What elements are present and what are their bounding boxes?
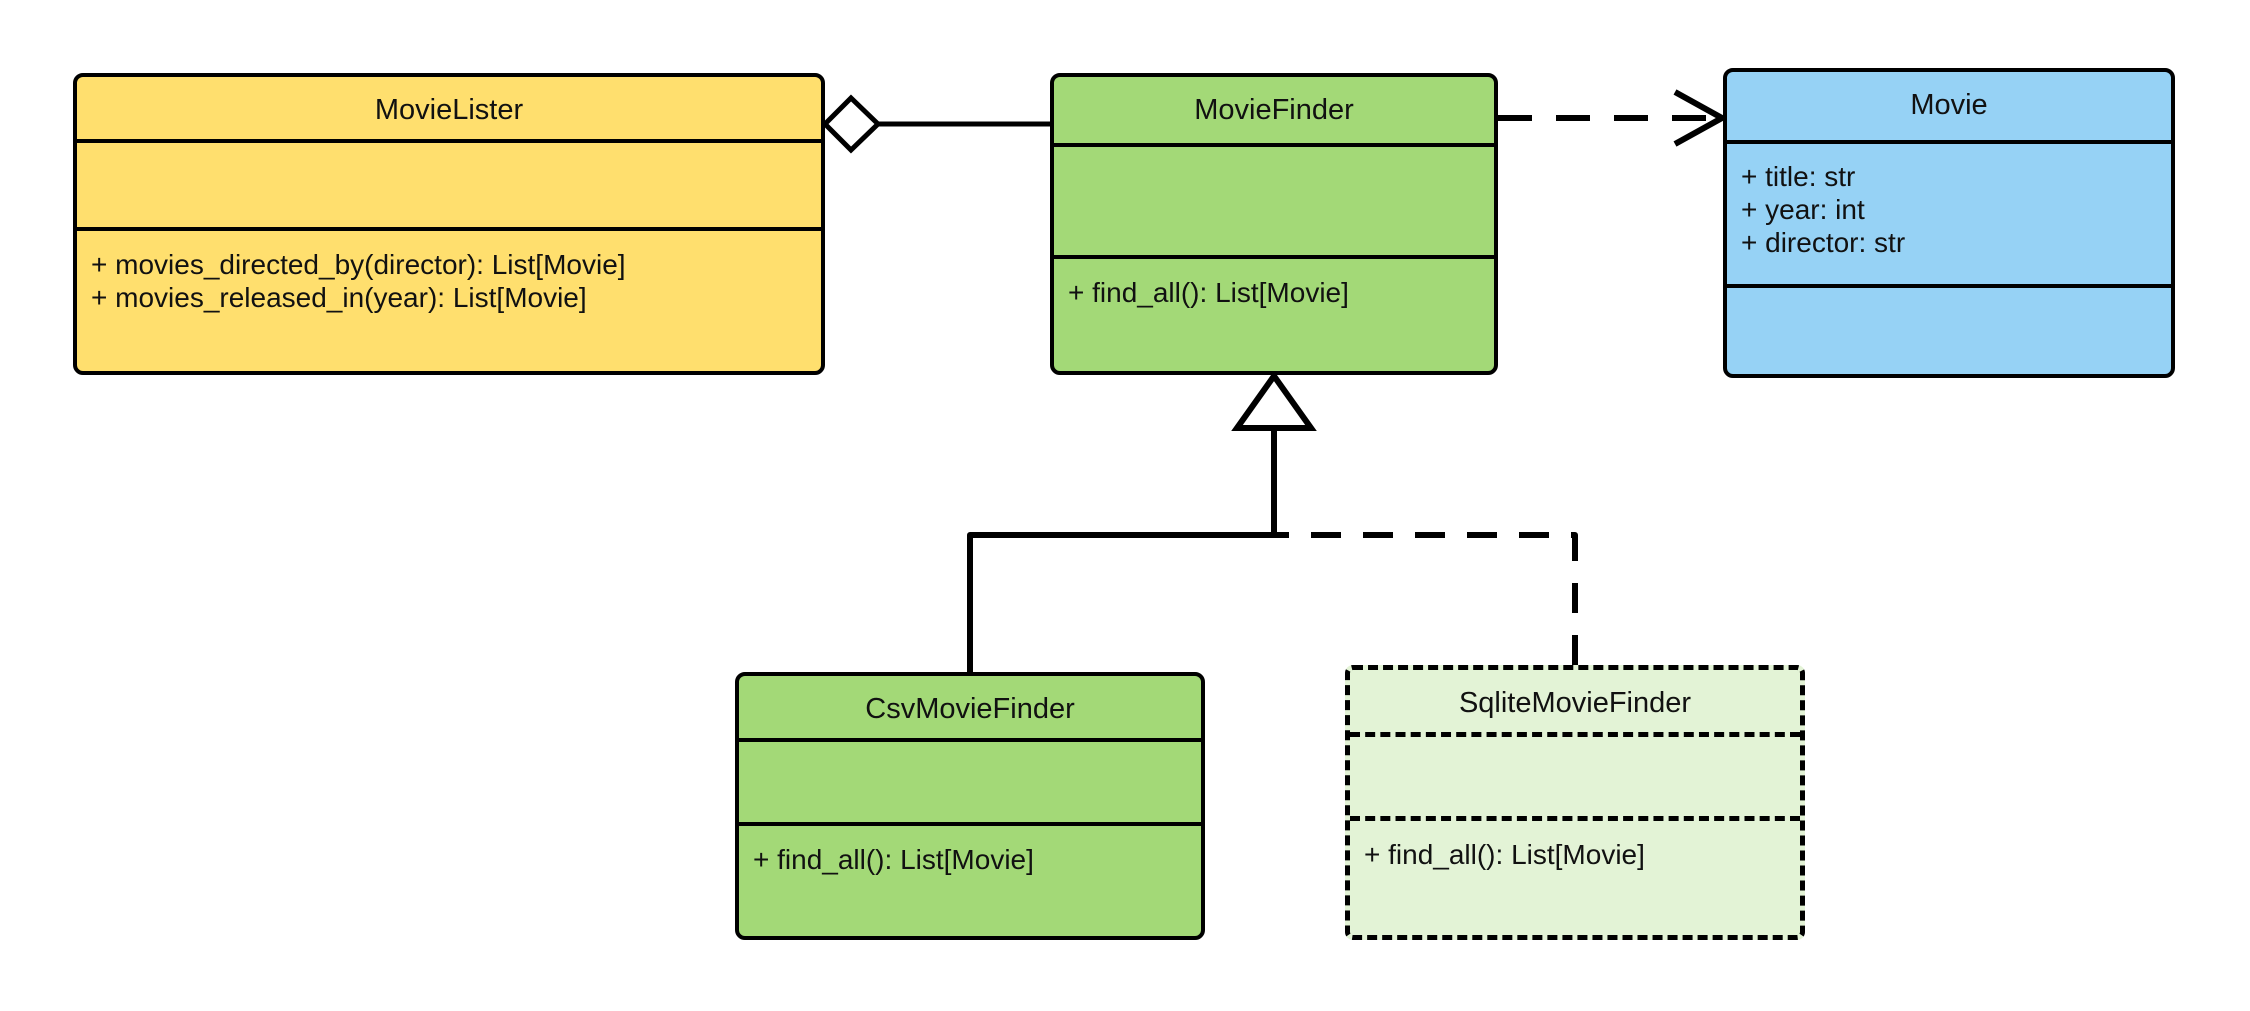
attributes-compartment (1054, 143, 1494, 255)
class-box-moviefinder[interactable]: MovieFinder + find_all(): List[Movie] (1050, 73, 1498, 375)
generalization-line-csv (967, 424, 1277, 672)
attribute-item: + year: int (1741, 194, 1865, 226)
class-name-compartment: MovieLister (77, 77, 821, 139)
class-name-label: SqliteMovieFinder (1458, 687, 1692, 719)
relationship-aggregation-lister-finder[interactable] (821, 94, 1050, 154)
operations-compartment: + movies_directed_by(director): List[Mov… (77, 227, 821, 371)
class-name-compartment: MovieFinder (1054, 77, 1494, 143)
class-name-label: MovieFinder (1194, 94, 1354, 126)
operation-item: + find_all(): List[Movie] (1068, 277, 1349, 308)
class-name-compartment: CsvMovieFinder (739, 676, 1201, 738)
operation-item: + find_all(): List[Movie] (753, 844, 1034, 875)
class-box-csvmoviefinder[interactable]: CsvMovieFinder + find_all(): List[Movie] (735, 672, 1205, 940)
class-box-movielister[interactable]: MovieLister + movies_directed_by(directo… (73, 73, 825, 375)
operation-item: + movies_released_in(year): List[Movie] (91, 282, 587, 314)
generalization-line-sqlite (1274, 532, 1578, 665)
class-name-compartment: SqliteMovieFinder (1350, 670, 1800, 732)
class-name-label: Movie (1910, 89, 1988, 121)
operations-compartment: + find_all(): List[Movie] (1350, 816, 1800, 935)
operation-item: + movies_directed_by(director): List[Mov… (91, 249, 626, 280)
attribute-item: + director: str (1741, 227, 1906, 259)
operations-compartment (1727, 284, 2171, 374)
class-box-movie[interactable]: Movie + title: str + year: int + directo… (1723, 68, 2175, 378)
class-box-sqlitemoviefinder[interactable]: SqliteMovieFinder + find_all(): List[Mov… (1345, 665, 1805, 940)
open-arrow-icon (1673, 89, 1729, 147)
attributes-compartment: + title: str + year: int + director: str (1727, 140, 2171, 284)
class-name-compartment: Movie (1727, 72, 2171, 140)
class-name-label: CsvMovieFinder (865, 693, 1075, 725)
attributes-compartment (77, 139, 821, 227)
attributes-compartment (739, 738, 1201, 822)
relationship-generalization-sqlite-finder[interactable] (1274, 532, 1578, 665)
relationship-generalization-csv-finder[interactable] (967, 424, 1277, 672)
hollow-triangle-icon (1231, 370, 1317, 431)
attributes-compartment (1350, 732, 1800, 816)
operations-compartment: + find_all(): List[Movie] (739, 822, 1201, 936)
class-name-label: MovieLister (374, 94, 524, 126)
attribute-item: + title: str (1741, 161, 1856, 192)
relationship-dependency-finder-movie[interactable] (1498, 89, 1729, 147)
operation-item: + find_all(): List[Movie] (1364, 839, 1645, 870)
hollow-diamond-icon (821, 94, 882, 154)
operations-compartment: + find_all(): List[Movie] (1054, 255, 1494, 371)
